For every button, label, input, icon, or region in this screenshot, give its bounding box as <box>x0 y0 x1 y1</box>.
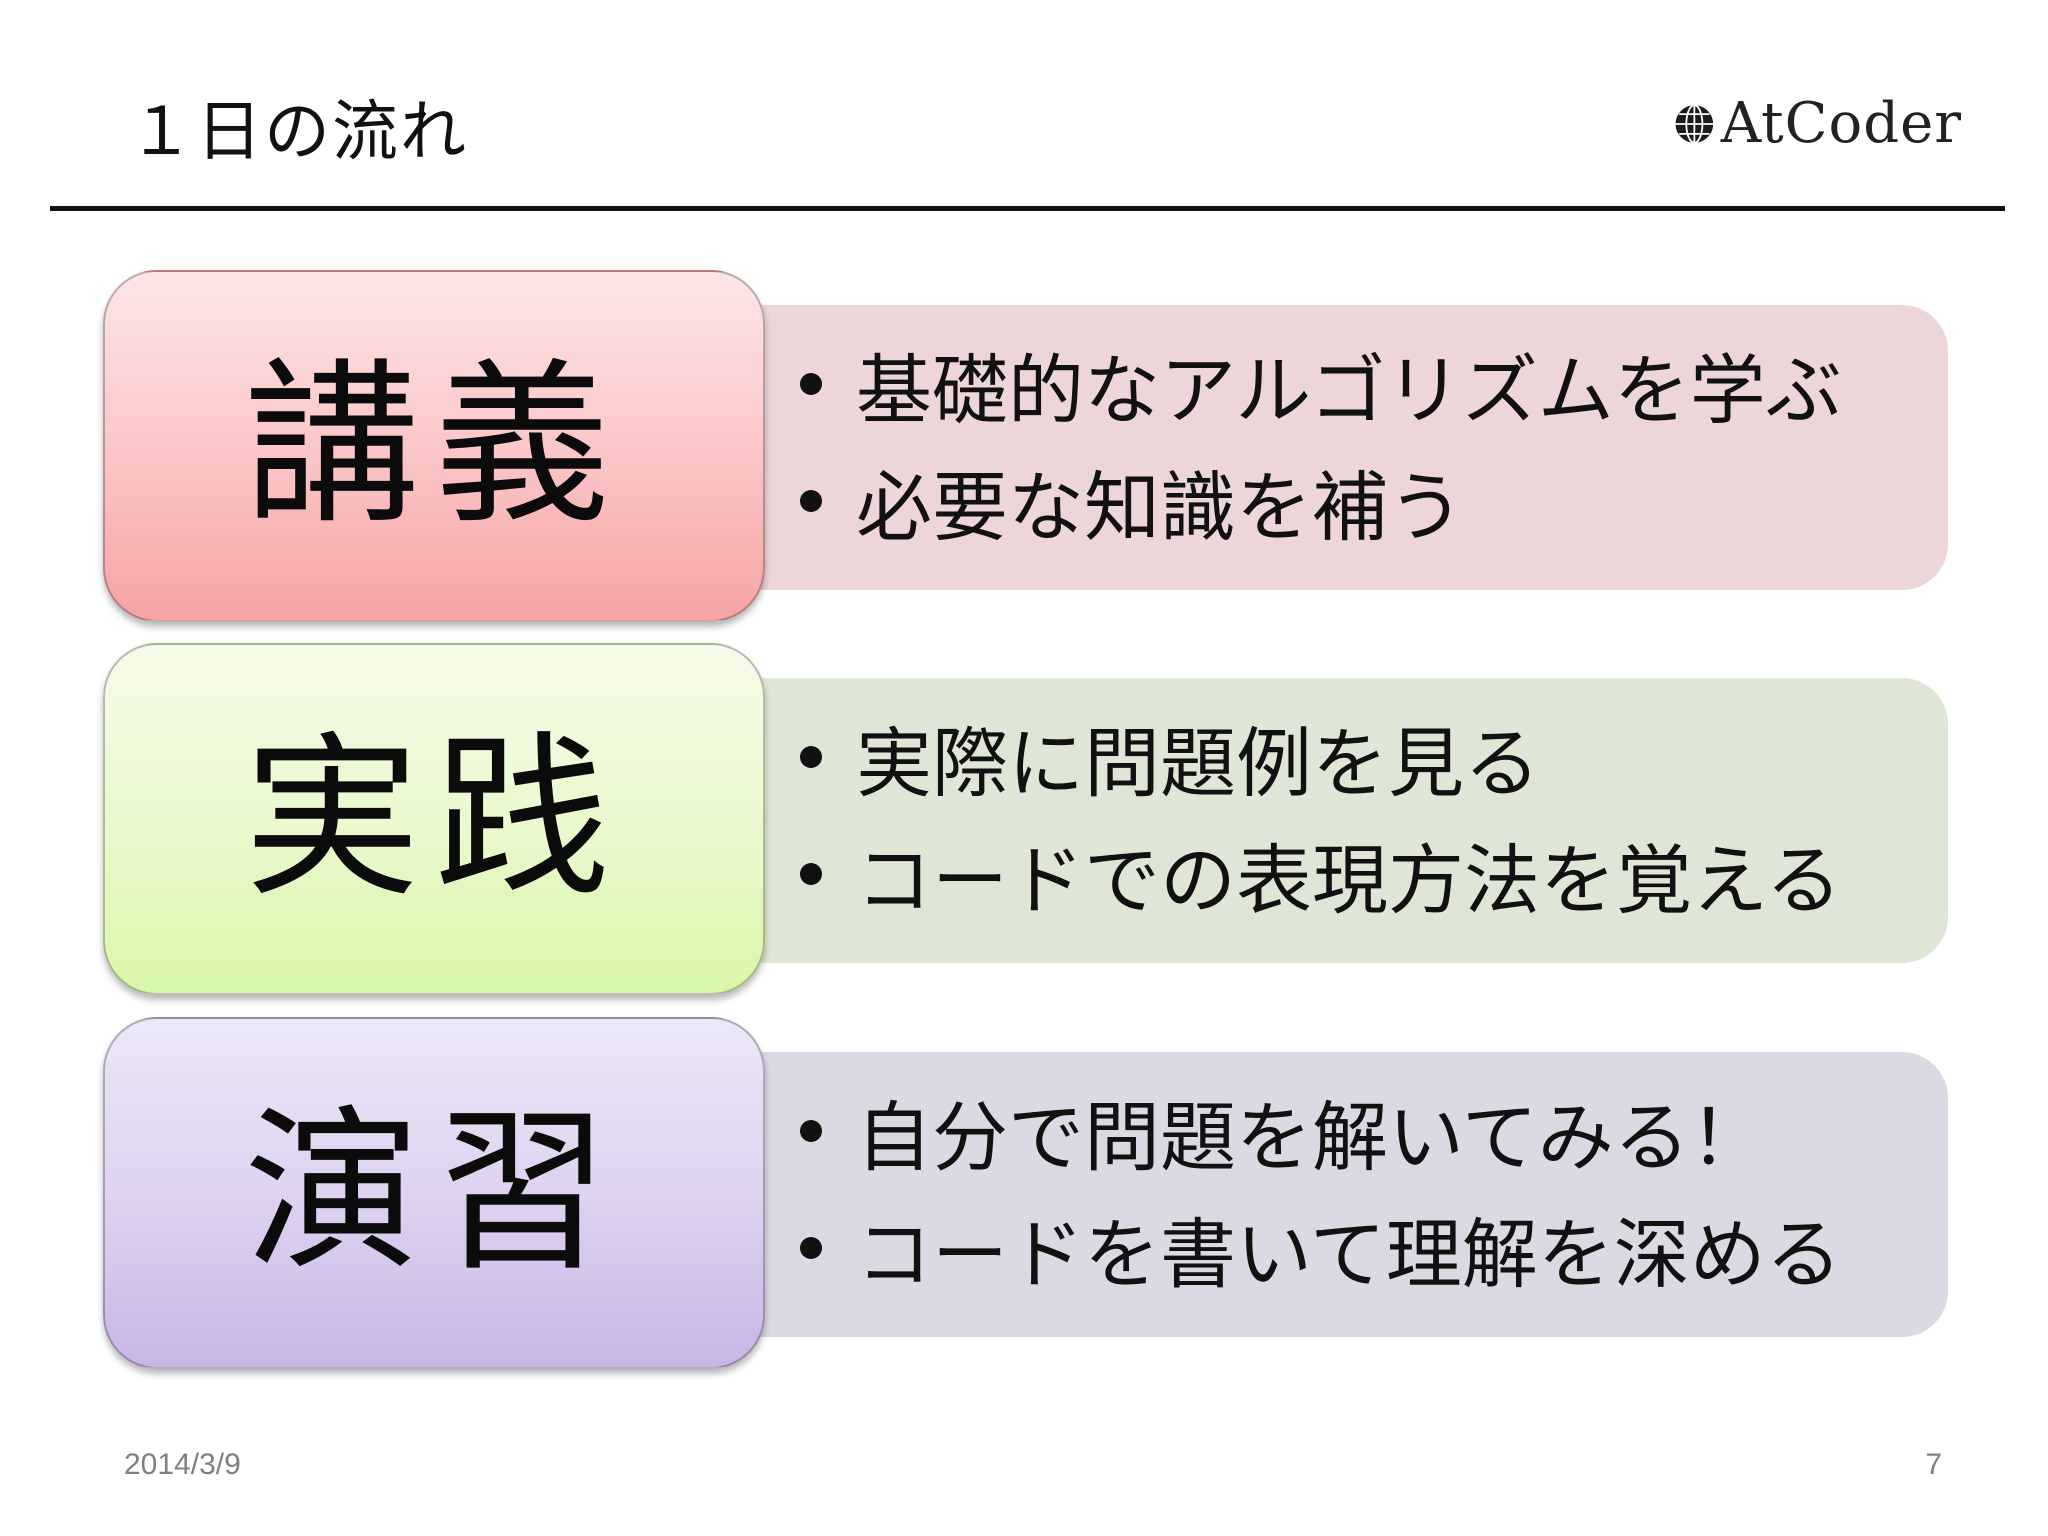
bullet-text: コードを書いて理解を深める <box>856 1209 1842 1299</box>
bullet-text: 必要な知識を補う <box>856 462 1464 552</box>
title-divider <box>50 206 2005 211</box>
section-label: 講義 <box>243 343 624 548</box>
atcoder-logo: AtCoder <box>1672 92 1962 156</box>
bullet-item: コードでの表現方法を覚える <box>800 815 1842 932</box>
section-label: 実践 <box>243 716 624 921</box>
bullet-item: 実際に問題例を見る <box>800 698 1842 815</box>
section-label-box: 講義 <box>103 270 765 622</box>
bullet-text: コードでの表現方法を覚える <box>856 835 1842 925</box>
bullet-icon <box>800 1236 822 1259</box>
bullet-icon <box>800 372 822 395</box>
slide-title: １日の流れ <box>128 93 468 170</box>
bullet-panel <box>720 1052 1948 1337</box>
bullet-text: 実際に問題例を見る <box>856 718 1540 808</box>
section-label-box: 実践 <box>103 643 765 995</box>
footer-date: 2014/3/9 <box>124 1448 241 1481</box>
bullet-item: 自分で問題を解いてみる！ <box>800 1072 1842 1189</box>
bullet-list: 自分で問題を解いてみる！ コードを書いて理解を深める <box>800 1072 1842 1306</box>
bullet-icon <box>800 1119 822 1142</box>
bullet-list: 基礎的なアルゴリズムを学ぶ 必要な知識を補う <box>800 325 1842 559</box>
bullet-panel <box>720 678 1948 963</box>
section-label-box: 演習 <box>103 1017 765 1369</box>
page-number: 7 <box>1925 1448 1942 1481</box>
bullet-item: コードを書いて理解を深める <box>800 1189 1842 1306</box>
bullet-icon <box>800 862 822 885</box>
section-label: 演習 <box>243 1090 624 1295</box>
bullet-text: 自分で問題を解いてみる！ <box>856 1092 1766 1182</box>
bullet-text: 基礎的なアルゴリズムを学ぶ <box>856 345 1842 435</box>
logo-text: AtCoder <box>1720 91 1962 156</box>
bullet-item: 基礎的なアルゴリズムを学ぶ <box>800 325 1842 442</box>
bullet-list: 実際に問題例を見る コードでの表現方法を覚える <box>800 698 1842 932</box>
globe-icon <box>1675 104 1714 144</box>
bullet-icon <box>800 745 822 768</box>
bullet-panel <box>720 305 1948 590</box>
bullet-icon <box>800 489 822 512</box>
bullet-item: 必要な知識を補う <box>800 442 1842 559</box>
